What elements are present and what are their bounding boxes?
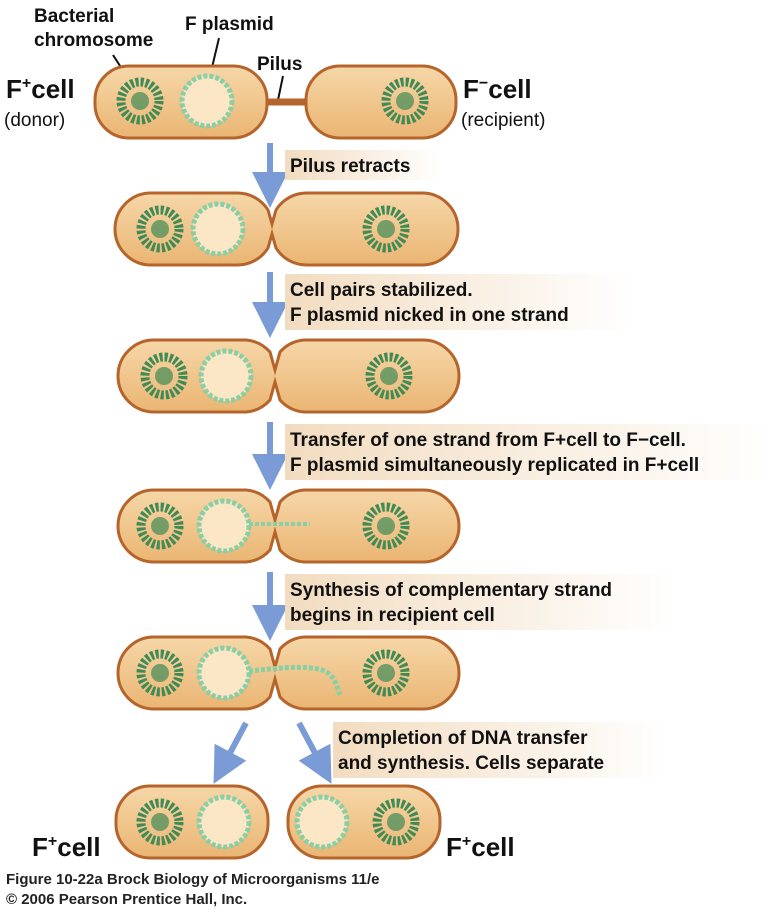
donor-cell-label: F+cell	[6, 74, 75, 104]
figure-caption-line1: Figure 10-22a Brock Biology of Microorga…	[6, 871, 379, 888]
chromosome-label-line2: chromosome	[34, 30, 153, 51]
bacterial-chromosome	[362, 502, 410, 550]
step-1-text: Pilus retracts	[290, 156, 410, 177]
step-arrow-left	[213, 721, 249, 784]
step-5-text-line1: Completion of DNA transfer	[338, 728, 588, 749]
donor-cell	[93, 64, 269, 140]
step-1-box	[285, 150, 441, 180]
bacterial-chromosome	[140, 352, 188, 400]
step-3-text-line2: F plasmid simultaneously replicated in F…	[290, 455, 699, 476]
bacterial-chromosome	[136, 205, 184, 253]
recipient-cell-label: F−cell	[463, 74, 532, 104]
row-6-cells	[114, 784, 442, 860]
step-2-text-line2: F plasmid nicked in one strand	[290, 305, 569, 326]
row-4-cells	[116, 488, 461, 564]
final-left-label: F+cell	[32, 832, 101, 862]
pilus-label: Pilus	[257, 54, 302, 75]
f-plasmid	[190, 201, 246, 257]
mating-pair	[116, 338, 461, 414]
recipient-cell	[304, 64, 458, 140]
row-2-cells	[113, 191, 460, 267]
transferring-strand	[248, 664, 343, 696]
recipient-sub-label: (recipient)	[461, 110, 545, 131]
final-right-label: F+cell	[446, 832, 515, 862]
bacterial-chromosome	[136, 649, 184, 697]
f-plasmid	[198, 348, 254, 404]
step-3-box	[285, 424, 773, 480]
step-4-box	[285, 574, 677, 630]
step-2-text-line1: Cell pairs stabilized.	[290, 280, 473, 301]
bacterial-chromosome	[362, 649, 410, 697]
chromosome-label-line1: Bacterial	[34, 6, 114, 27]
step-3-text-line1: Transfer of one strand from F+cell to F−…	[290, 430, 686, 451]
f-plasmid-label: F plasmid	[185, 14, 274, 35]
f-plasmid	[196, 645, 252, 701]
figure-caption-line2: © 2006 Pearson Prentice Hall, Inc.	[6, 891, 247, 908]
step-4-text-line2: begins in recipient cell	[290, 605, 495, 626]
bacterial-chromosome	[116, 77, 164, 125]
step-2-box	[285, 274, 631, 330]
row-5-cells	[116, 635, 461, 711]
step-4-text-line1: Synthesis of complementary strand	[290, 580, 612, 601]
f-plasmid	[294, 794, 350, 850]
step-5-text-line2: and synthesis. Cells separate	[338, 753, 604, 774]
donor-sub-label: (donor)	[4, 110, 65, 131]
step-arrow-right	[296, 721, 332, 784]
row-1-cells	[93, 64, 458, 140]
f-plasmid	[179, 73, 235, 129]
bacterial-chromosome	[381, 77, 429, 125]
bacterial-chromosome	[136, 798, 184, 846]
step-5-box	[333, 722, 665, 778]
bacterial-chromosome	[136, 502, 184, 550]
svg-text:F+cell: F+cell	[446, 832, 515, 862]
pilus-leader-line	[277, 75, 284, 101]
bacterial-chromosome	[372, 798, 420, 846]
svg-text:F+cell: F+cell	[32, 832, 101, 862]
svg-text:F+cell: F+cell	[6, 74, 75, 104]
bacterial-chromosome	[362, 205, 410, 253]
f-plasmid	[196, 498, 252, 554]
bacterial-chromosome	[365, 352, 413, 400]
row-3-cells	[116, 338, 461, 414]
f-plasmid	[196, 794, 252, 850]
svg-text:F−cell: F−cell	[463, 74, 532, 104]
